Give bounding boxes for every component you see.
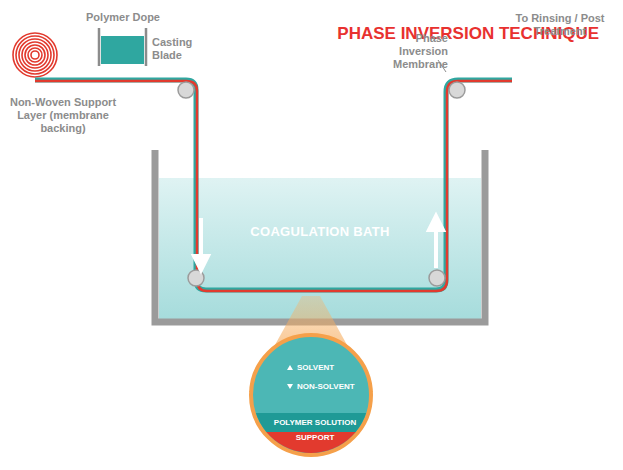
dope-reservoir-node: Polymer Dope (78, 10, 168, 26)
coagulation-bath: COAGULATION BATH (159, 178, 481, 278)
node-text: Polymer Dope (78, 10, 168, 24)
layer-band: POLYMER SOLUTION (249, 413, 373, 432)
node-text: SUPPORT (249, 432, 373, 444)
flow-arrow-up (429, 216, 443, 268)
node-text: NON-SOLVENT (297, 382, 355, 391)
support-roll (13, 33, 57, 77)
magnifier-circle: SOLVENT NON-SOLVENT POLYMER SOLUTIONSUPPOR… (249, 333, 373, 457)
part-label: Casting Blade (152, 36, 222, 62)
roller (178, 82, 465, 286)
layer-band: SUPPORT (249, 432, 373, 457)
part-label: Phase Inversion Membrane (368, 32, 448, 71)
flow-arrow-down (194, 218, 208, 270)
node-text: POLYMER SOLUTION (249, 413, 373, 432)
part-label: Non-Woven Support Layer (membrane backin… (4, 96, 122, 135)
triangle-up (287, 365, 293, 370)
node-text: SOLVENT (297, 363, 334, 372)
reservoir-wall (99, 28, 146, 66)
node-text: COAGULATION BATH (159, 178, 481, 239)
dope-reservoir (101, 36, 144, 64)
triangle-down (287, 384, 293, 389)
part-label: To Rinsing / Post Treatment (512, 12, 608, 38)
